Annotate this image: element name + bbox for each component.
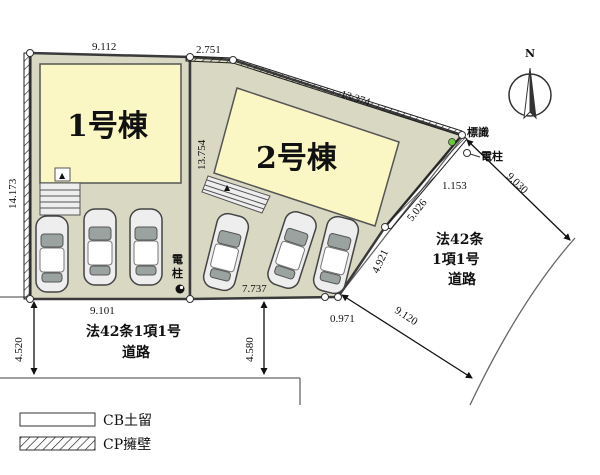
building-1 <box>39 63 182 184</box>
road-dim-a: 4.520 <box>13 337 25 362</box>
north-label: N <box>525 47 535 60</box>
road-south-label-2: 道路 <box>122 344 151 361</box>
road-dim-line-c <box>466 139 571 241</box>
dim-divider: 13.754 <box>196 139 208 170</box>
entrance-steps-1 <box>39 167 81 216</box>
road-dim-c: 9.030 <box>504 171 530 197</box>
car-6 <box>312 215 360 295</box>
road-dim-d: 9.120 <box>392 304 420 328</box>
legend-cb-swatch <box>19 412 96 427</box>
car-1 <box>35 215 69 293</box>
legend-cp-label: CP擁壁 <box>103 437 151 453</box>
dim-bottom-left: 9.101 <box>90 305 115 317</box>
pole-label-lot-bottom: 柱 <box>172 266 183 280</box>
sign-label: 標識 <box>467 125 489 139</box>
boundary-markers <box>26 49 466 303</box>
car-4 <box>202 212 250 292</box>
road-east-label-2: 1項1号 <box>432 252 479 268</box>
building-1-label: 1号棟 <box>67 109 149 144</box>
legend-cb-label: CB土留 <box>103 413 152 429</box>
building-2 <box>213 87 400 227</box>
dim-top-left: 9.112 <box>92 41 116 53</box>
legend: CB土留 CP擁壁 <box>19 412 152 453</box>
road-south-label-1: 法42条1項1号 <box>86 323 181 340</box>
dim-right-top: 1.153 <box>442 180 467 192</box>
pole-label-lot-top: 電 <box>172 253 183 266</box>
entrance-arrow-1: ▲ <box>59 171 66 180</box>
sign-marker <box>448 138 456 146</box>
road-pole-icon <box>463 149 471 157</box>
parking-cars <box>35 208 360 295</box>
road-dim-b: 4.580 <box>244 337 256 362</box>
north-arrow-icon <box>508 67 552 120</box>
entrance-steps-2 <box>201 175 271 214</box>
building-2-label: 2号棟 <box>256 141 338 176</box>
pole-icon <box>175 284 185 294</box>
road-east-label-1: 法42条 <box>436 231 484 248</box>
road-east-label-3: 道路 <box>448 271 477 288</box>
dim-bottom-mid: 7.737 <box>242 283 267 295</box>
car-5 <box>267 211 317 289</box>
car-2 <box>83 208 117 286</box>
legend-cp-swatch <box>19 436 96 451</box>
dim-top-mid: 2.751 <box>196 44 221 56</box>
dim-corner: 0.971 <box>330 313 355 325</box>
entrance-arrow-2: ▲ <box>224 183 231 192</box>
dim-left-side: 14.173 <box>7 178 19 209</box>
car-3 <box>129 208 163 286</box>
road-dim-line-d <box>341 294 473 379</box>
